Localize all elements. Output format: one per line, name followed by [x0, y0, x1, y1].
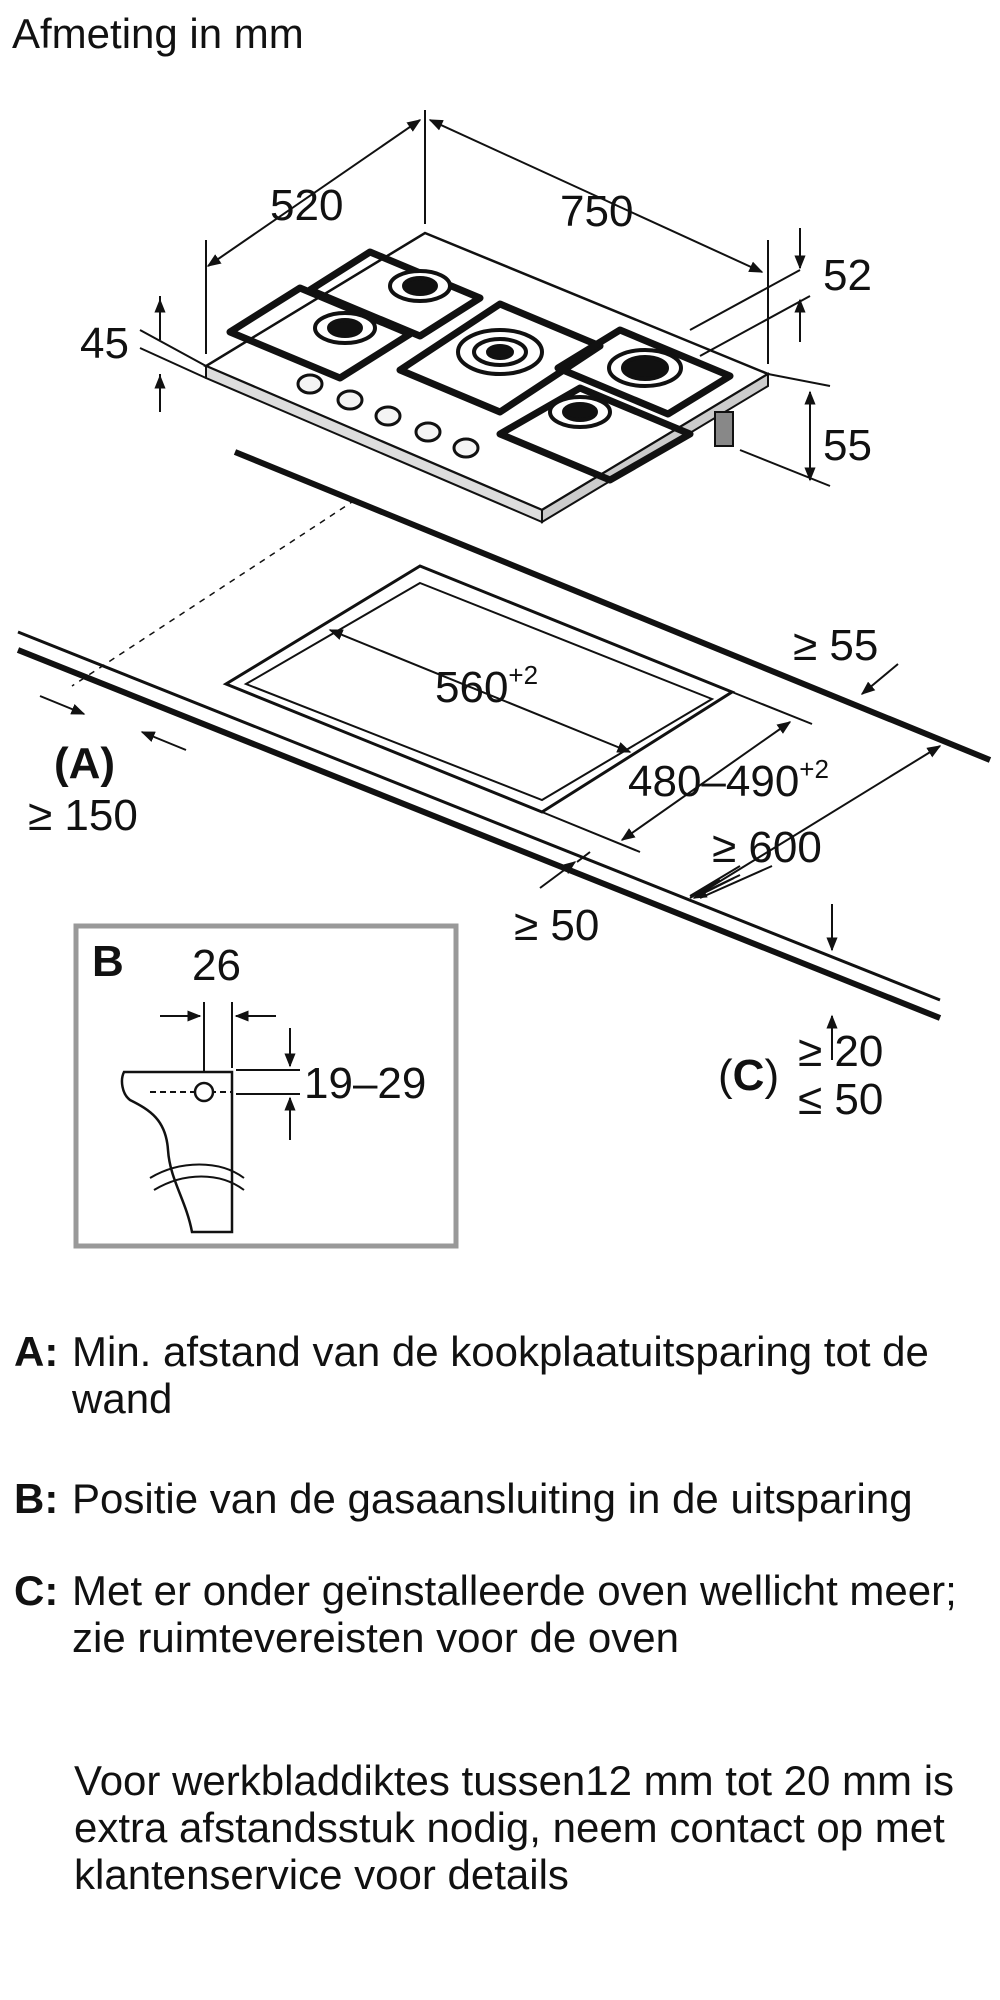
- dim-cutout-width-label: 560+2: [435, 660, 538, 712]
- dim-width-label: 750: [560, 187, 633, 236]
- legend-key: B:: [14, 1475, 59, 1522]
- detail-b-label: B: [92, 937, 124, 986]
- detail-b-width-label: 26: [192, 941, 241, 990]
- legend-item-b: B: Positie van de gasaansluiting in de u…: [14, 1475, 974, 1522]
- dim-left-label: 45: [80, 319, 129, 368]
- page-title: Afmeting in mm: [12, 10, 304, 57]
- cutout-dimensions: [39, 629, 942, 1060]
- installation-diagram: Afmeting in mm: [12, 10, 992, 1249]
- worktop-thickness-note: Voor werkbladdiktes tussen12 mm tot 20 m…: [74, 1757, 955, 1898]
- dim-c-max: ≤ 50: [798, 1075, 883, 1124]
- legend-item-c: C: Met er onder geïnstalleerde oven well…: [14, 1567, 974, 1661]
- dim-rear-clearance-label: ≥ 55: [793, 621, 878, 670]
- dim-front-depth-label: ≥ 600: [712, 823, 822, 872]
- dim-front-clearance-label: ≥ 50: [514, 901, 599, 950]
- dim-a-value: ≥ 150: [28, 791, 138, 840]
- legend-key: C:: [14, 1567, 59, 1614]
- dim-cutout-width-tolerance: +2: [508, 660, 538, 690]
- legend-text: Min. afstand van de kookplaatuitsparing …: [72, 1328, 929, 1422]
- dim-height-label: 55: [823, 421, 872, 470]
- hob-dimensions: [139, 110, 831, 487]
- detail-b-height-label: 19–29: [304, 1059, 426, 1108]
- legend-text: Positie van de gasaansluiting in de uits…: [72, 1475, 913, 1522]
- legend-item-a: A: Min. afstand van de kookplaatuitspari…: [14, 1328, 974, 1422]
- dim-cutout-depth-label: 480–490+2: [628, 754, 829, 806]
- dim-cutout-depth-value: 480–490: [628, 757, 799, 806]
- dim-c-label: (C): [718, 1051, 779, 1100]
- dim-c-letter: C: [733, 1051, 765, 1100]
- legend-key: A:: [14, 1328, 59, 1375]
- dim-a-label: (A): [54, 739, 115, 788]
- hob-drawing: [203, 231, 771, 524]
- dim-c-min: ≥ 20: [798, 1027, 883, 1076]
- detail-b-box: B 26 19–29: [73, 923, 459, 1249]
- legend-text: Met er onder geïnstalleerde oven wellich…: [72, 1567, 957, 1661]
- dim-cutout-width-value: 560: [435, 663, 508, 712]
- dim-depth-label: 520: [270, 181, 343, 230]
- dim-cutout-depth-tolerance: +2: [799, 754, 829, 784]
- dim-top-right-label: 52: [823, 251, 872, 300]
